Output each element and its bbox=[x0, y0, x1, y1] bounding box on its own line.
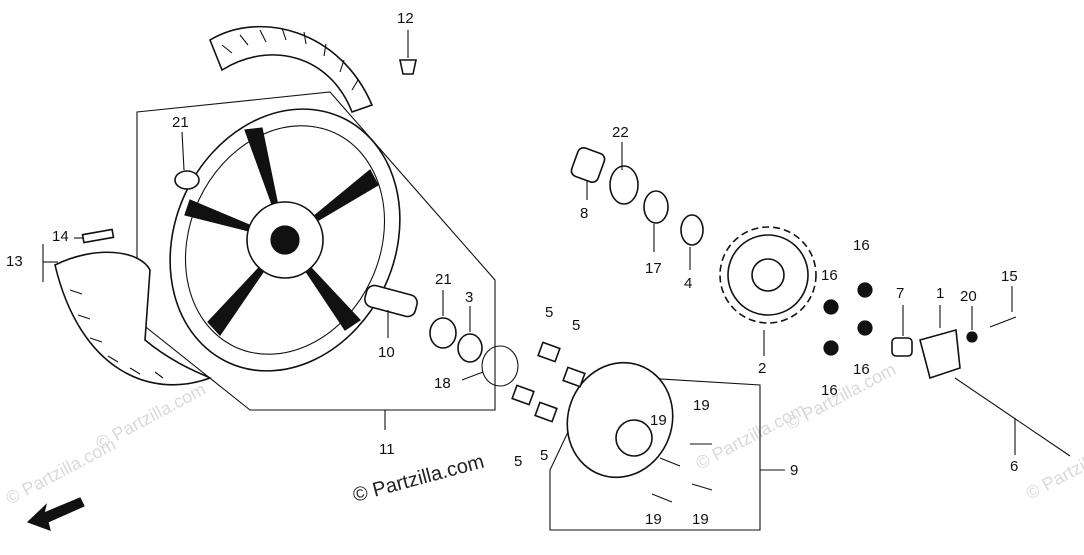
callout-16: 16 bbox=[821, 267, 838, 284]
copyright-watermark: © Partzilla.com bbox=[351, 451, 487, 507]
sprocket-nut bbox=[823, 340, 839, 356]
bearing-upper bbox=[174, 170, 200, 190]
callout-9: 9 bbox=[790, 462, 798, 479]
callout-5: 5 bbox=[540, 447, 548, 464]
callout-5: 5 bbox=[572, 317, 580, 334]
axle-collar bbox=[364, 284, 418, 318]
callout-1: 1 bbox=[936, 285, 944, 302]
callout-12: 12 bbox=[397, 10, 414, 27]
callout-10: 10 bbox=[378, 344, 395, 361]
callout-19: 19 bbox=[645, 511, 662, 528]
bearing-22 bbox=[609, 165, 639, 205]
callout-4: 4 bbox=[684, 275, 692, 292]
watermark-text: © Partzilla.com bbox=[1022, 429, 1084, 504]
callout-16: 16 bbox=[853, 237, 870, 254]
callout-5: 5 bbox=[514, 453, 522, 470]
rear-axle bbox=[954, 377, 1071, 457]
callout-2: 2 bbox=[758, 360, 766, 377]
o-ring bbox=[481, 345, 519, 387]
stud bbox=[659, 457, 681, 467]
callout-18: 18 bbox=[434, 375, 451, 392]
stud bbox=[691, 483, 713, 491]
callout-11: 11 bbox=[379, 441, 395, 458]
hub-carrier-outline bbox=[549, 374, 761, 531]
callout-labels: 12 21 14 13 21 3 10 18 11 5 5 5 5 22 8 1… bbox=[6, 10, 1018, 528]
callout-8: 8 bbox=[580, 205, 588, 222]
callout-19: 19 bbox=[692, 511, 709, 528]
chain-adjuster bbox=[919, 328, 961, 380]
callout-20: 20 bbox=[960, 288, 977, 305]
oil-seal-17 bbox=[643, 190, 669, 224]
callout-7: 7 bbox=[896, 285, 904, 302]
sprocket-nut bbox=[857, 282, 873, 298]
adjusting-bolt bbox=[989, 316, 1017, 328]
sprocket-nut bbox=[857, 320, 873, 336]
callout-6: 6 bbox=[1010, 458, 1018, 475]
callout-17: 17 bbox=[645, 260, 662, 277]
callout-21: 21 bbox=[435, 271, 452, 288]
callout-15: 15 bbox=[1001, 268, 1018, 285]
watermark-text: © Partzilla.com bbox=[92, 379, 208, 454]
callout-21: 21 bbox=[172, 114, 189, 131]
lock-nut bbox=[966, 331, 978, 343]
damper-rubber bbox=[511, 384, 535, 406]
valve-cap bbox=[399, 59, 417, 75]
stud bbox=[651, 493, 673, 503]
bearing-lower bbox=[429, 317, 457, 349]
watermark-text: © Partzilla.com bbox=[782, 359, 898, 434]
callout-3: 3 bbox=[465, 289, 473, 306]
collar-8 bbox=[570, 147, 606, 183]
axle-collar-7 bbox=[891, 337, 913, 357]
tire-valve bbox=[81, 228, 115, 244]
callout-5: 5 bbox=[545, 304, 553, 321]
damper-rubber bbox=[537, 341, 561, 363]
callout-16: 16 bbox=[821, 382, 838, 399]
damper-rubber bbox=[534, 401, 558, 423]
callout-14: 14 bbox=[52, 228, 69, 245]
callout-19: 19 bbox=[650, 412, 667, 429]
callout-13: 13 bbox=[6, 253, 23, 270]
damper-rubber bbox=[562, 366, 586, 388]
oil-seal bbox=[457, 333, 483, 363]
tire-upper-fragment bbox=[209, 25, 374, 114]
collar-4 bbox=[680, 214, 704, 246]
tire-lower-fragment bbox=[54, 251, 212, 386]
sprocket-nut bbox=[823, 299, 839, 315]
callout-22: 22 bbox=[612, 124, 629, 141]
callout-16: 16 bbox=[853, 361, 870, 378]
callout-19: 19 bbox=[693, 397, 710, 414]
arrow-icon bbox=[26, 497, 85, 531]
